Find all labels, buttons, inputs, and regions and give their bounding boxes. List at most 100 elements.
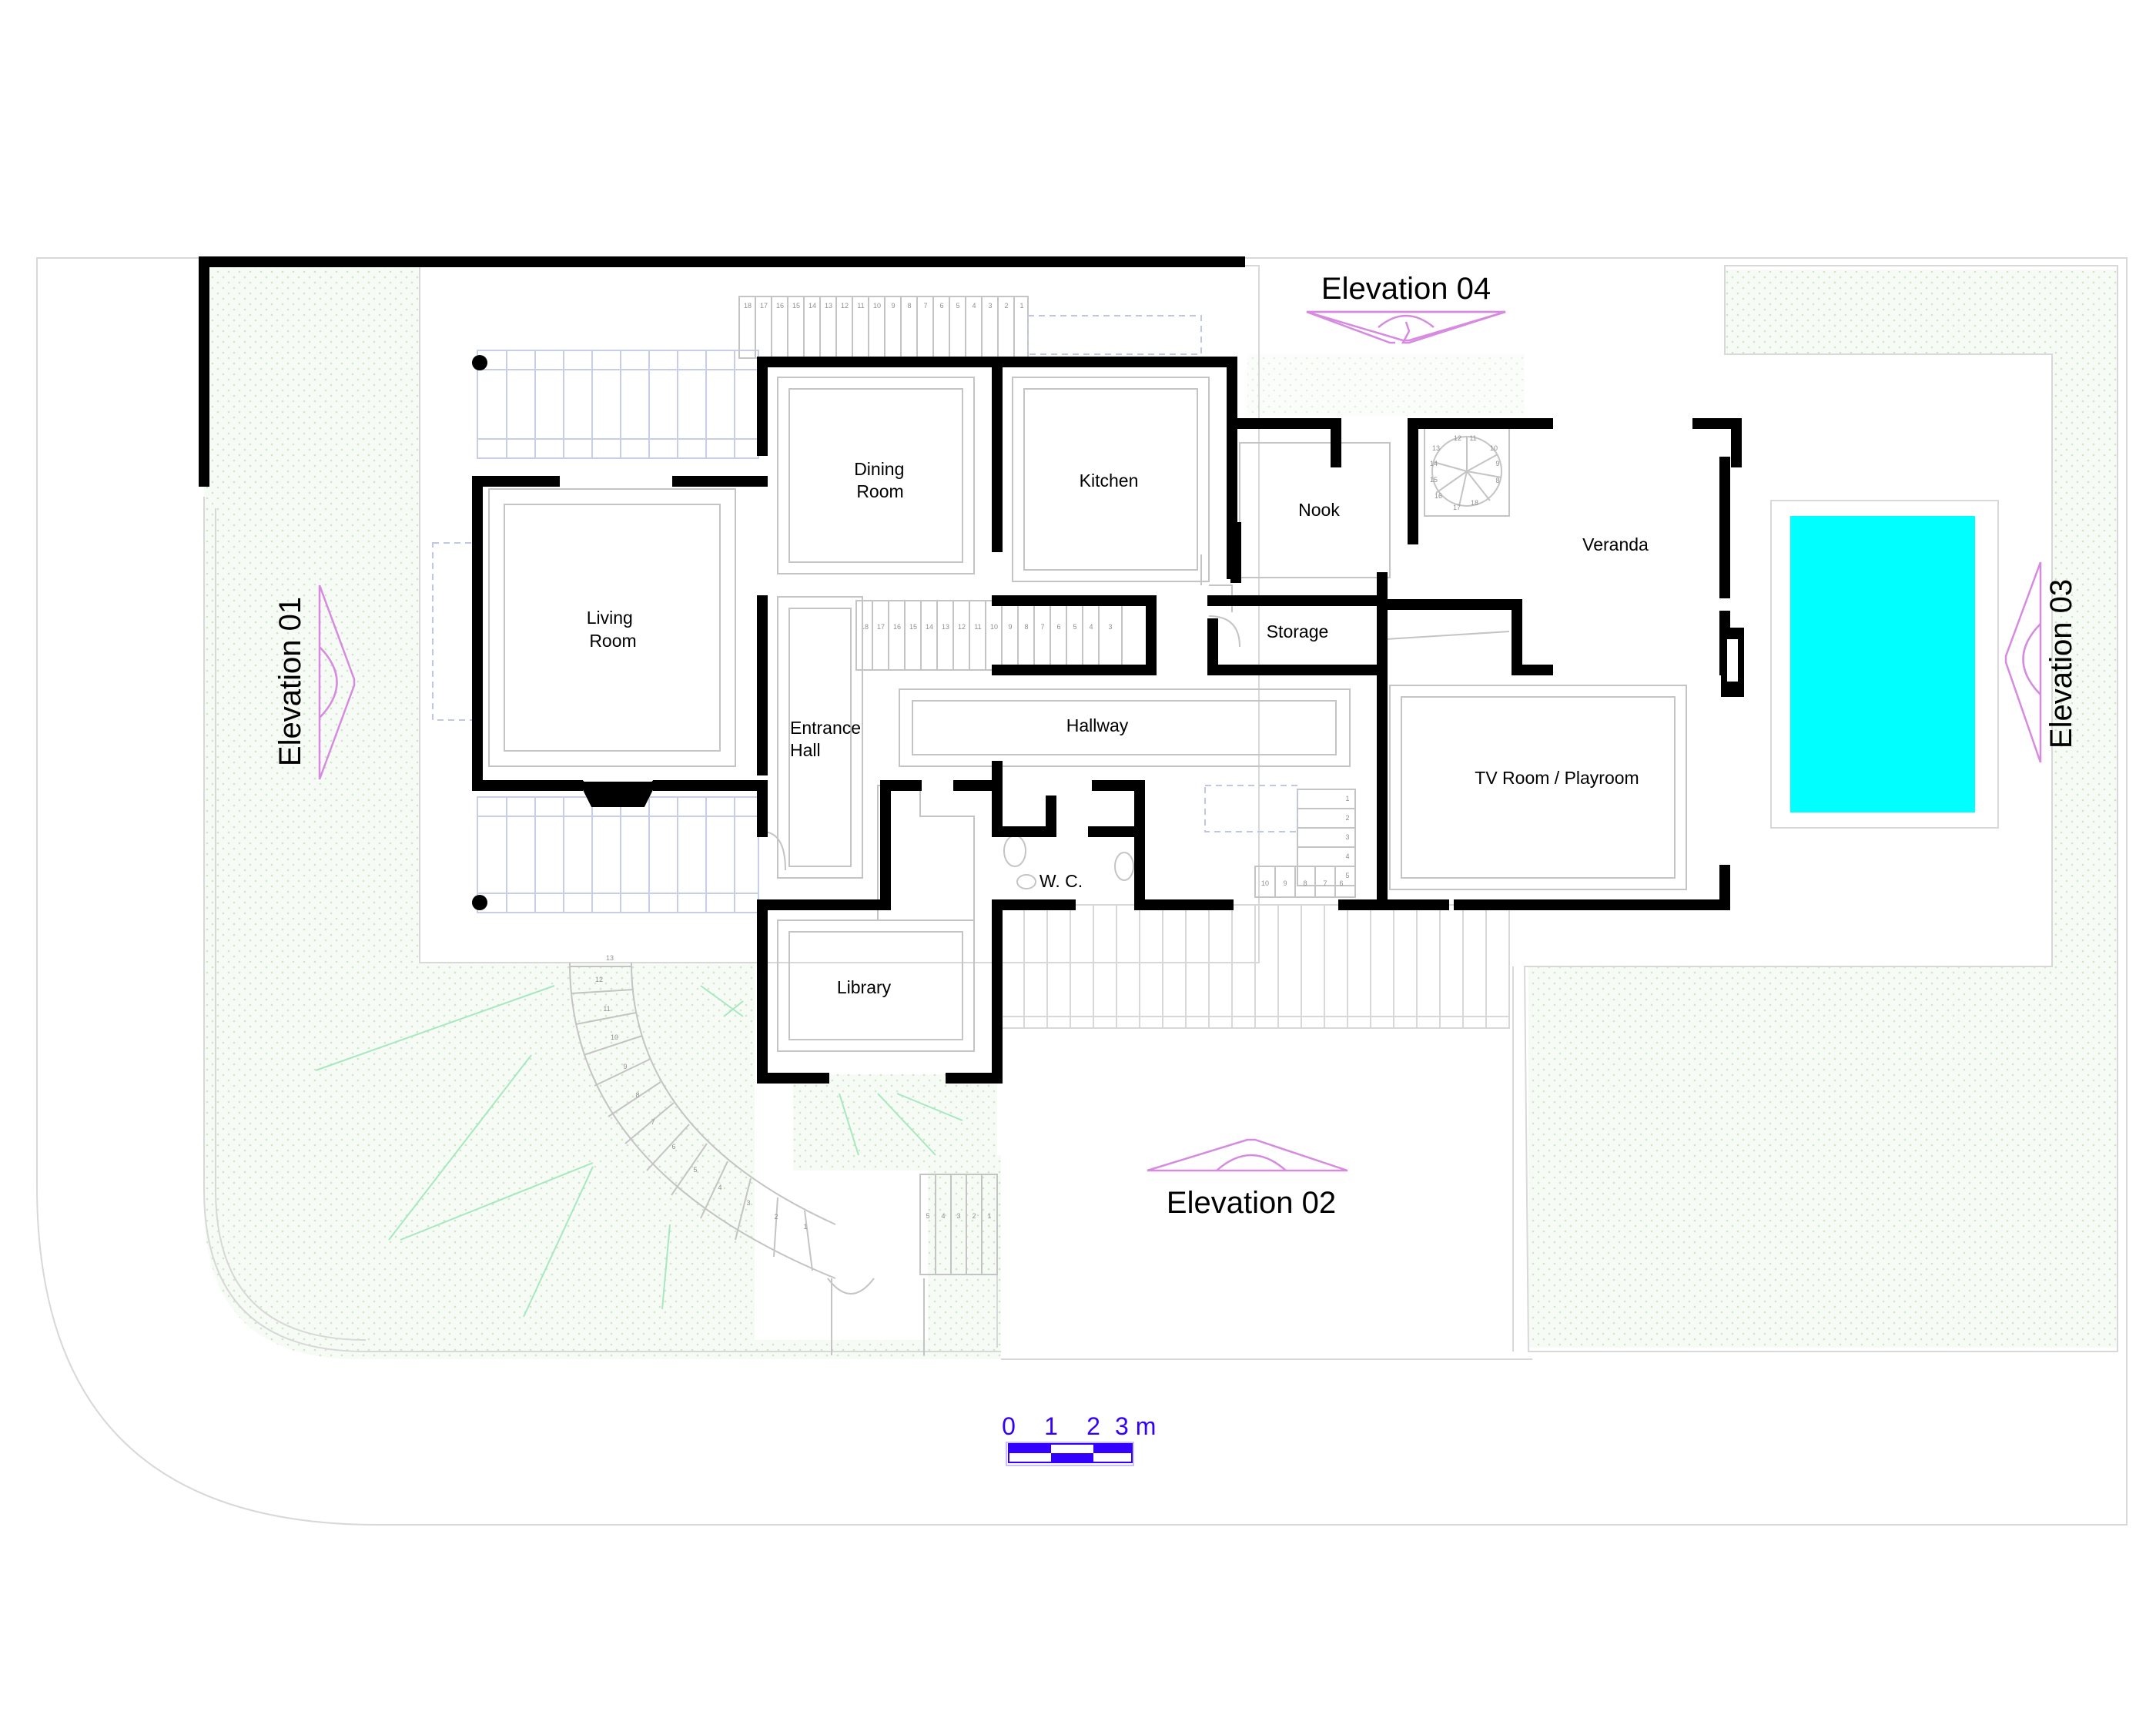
room-label-veranda: Veranda xyxy=(1582,534,1649,554)
step-number: 18 xyxy=(744,302,752,310)
scale-tick-2: 2 xyxy=(1086,1412,1100,1440)
step-number: 5 xyxy=(926,1212,929,1220)
step-number: 10 xyxy=(990,623,998,631)
step-number: 3 xyxy=(746,1199,750,1207)
step-number: 13 xyxy=(825,302,832,310)
step-number: 13 xyxy=(606,954,614,962)
room-labels: Dining Room Kitchen Nook Veranda Living … xyxy=(587,459,1649,997)
step-number: 14 xyxy=(1430,460,1438,467)
top-stair: 18 17 16 15 14 13 12 11 10 9 8 7 6 5 4 3… xyxy=(738,296,1202,359)
step-number: 12 xyxy=(1454,434,1461,442)
step-number: 2 xyxy=(972,1212,976,1220)
step-number: 8 xyxy=(907,302,911,310)
step-number: 15 xyxy=(1430,476,1438,484)
step-number: 3 xyxy=(1345,833,1349,841)
rear-stair: 1 2 3 4 5 10 9 8 7 6 xyxy=(1204,785,1356,898)
elevation-04-label: Elevation 04 xyxy=(1321,272,1491,306)
site-outline xyxy=(36,257,2128,1526)
step-number: 12 xyxy=(595,976,603,983)
step-number: 16 xyxy=(1435,492,1442,500)
step-number: 8 xyxy=(1303,879,1307,887)
room-label-library: Library xyxy=(837,977,892,997)
step-number: 11 xyxy=(857,302,864,310)
spiral-stair: 13 12 11 10 9 8 7 6 5 4 3 2 1 xyxy=(569,954,836,1279)
step-number: 1 xyxy=(987,1212,991,1220)
elevation-03-arrow xyxy=(2004,561,2042,763)
elevation-01-arrow xyxy=(318,584,356,780)
pergola-bottom xyxy=(477,796,759,913)
room-label-nook: Nook xyxy=(1298,500,1340,520)
scale-tick-0: 0 xyxy=(1002,1412,1016,1440)
room-label-dining-line2: Room xyxy=(856,481,903,501)
step-number: 18 xyxy=(861,623,869,631)
step-number: 1 xyxy=(1019,302,1023,310)
step-number: 13 xyxy=(1432,444,1440,452)
step-number: 7 xyxy=(1040,623,1044,631)
step-number: 3 xyxy=(956,1212,960,1220)
room-label-entrance-line1: Entrance xyxy=(790,718,861,738)
step-number: 9 xyxy=(1008,623,1012,631)
step-number: 16 xyxy=(776,302,784,310)
step-number: 15 xyxy=(909,623,917,631)
step-number: 15 xyxy=(792,302,800,310)
step-number: 9 xyxy=(623,1063,627,1070)
column-bottom xyxy=(472,895,487,910)
step-number: 14 xyxy=(808,302,816,310)
elevation-02-arrow xyxy=(1147,1138,1348,1172)
step-number: 13 xyxy=(942,623,949,631)
step-number: 2 xyxy=(1004,302,1008,310)
elevation-04-arrow xyxy=(1306,310,1506,344)
step-number: 4 xyxy=(972,302,976,310)
step-number: 4 xyxy=(718,1184,721,1191)
step-number: 1 xyxy=(1345,795,1349,802)
step-number: 10 xyxy=(873,302,881,310)
room-label-living-line1: Living xyxy=(587,608,633,628)
room-label-dining-line1: Dining xyxy=(854,459,904,479)
step-number: 11 xyxy=(603,1005,610,1013)
step-number: 5 xyxy=(956,302,959,310)
step-number: 2 xyxy=(774,1213,778,1221)
step-number: 6 xyxy=(671,1143,675,1151)
site-lawn xyxy=(204,262,2118,1359)
room-label-living: Living Room xyxy=(587,608,638,651)
step-number: 12 xyxy=(958,623,966,631)
column-top xyxy=(472,355,487,370)
elevation-markers: Elevation 04 Elevation 02 Elevation 01 E… xyxy=(273,272,2078,1220)
step-number: 5 xyxy=(1073,623,1076,631)
room-label-entrance: Entrance Hall xyxy=(790,718,865,760)
step-number: 12 xyxy=(841,302,849,310)
step-number: 1 xyxy=(803,1223,807,1231)
step-number: 11 xyxy=(974,623,981,631)
step-number: 18 xyxy=(1471,499,1478,507)
veranda-spiral-stair: 12 11 10 9 8 13 14 15 16 17 18 xyxy=(1424,427,1510,517)
step-number: 7 xyxy=(651,1118,654,1126)
scale-tick-1: 1 xyxy=(1044,1412,1058,1440)
step-number: 8 xyxy=(1495,477,1499,484)
step-number: 3 xyxy=(1108,623,1112,631)
step-number: 4 xyxy=(941,1212,945,1220)
room-label-kitchen: Kitchen xyxy=(1080,471,1139,491)
front-steps: 5 4 3 2 1 xyxy=(827,1174,998,1355)
step-number: 5 xyxy=(693,1166,697,1174)
step-number: 7 xyxy=(923,302,927,310)
mid-stair: 18 17 16 15 14 13 12 11 10 9 8 7 6 5 4 3 xyxy=(855,600,1123,671)
pergola-top xyxy=(477,350,759,459)
room-label-tv: TV Room / Playroom xyxy=(1475,768,1639,788)
step-number: 7 xyxy=(1323,879,1327,887)
step-number: 8 xyxy=(1024,623,1028,631)
step-number: 10 xyxy=(1261,879,1269,887)
room-label-hallway: Hallway xyxy=(1066,715,1129,735)
chimney-inner xyxy=(1727,639,1738,682)
scale-tick-3: 3 m xyxy=(1115,1412,1156,1440)
step-number: 9 xyxy=(1283,879,1287,887)
step-number: 10 xyxy=(611,1033,618,1041)
step-number: 14 xyxy=(926,623,933,631)
step-number: 17 xyxy=(1453,504,1461,511)
step-number: 3 xyxy=(988,302,992,310)
room-label-storage: Storage xyxy=(1267,621,1329,641)
step-number: 6 xyxy=(1339,879,1343,887)
step-number: 11 xyxy=(1469,434,1476,442)
landscape-lines xyxy=(315,985,963,1318)
room-label-living-line2: Room xyxy=(589,631,636,651)
pool xyxy=(1790,516,1975,812)
